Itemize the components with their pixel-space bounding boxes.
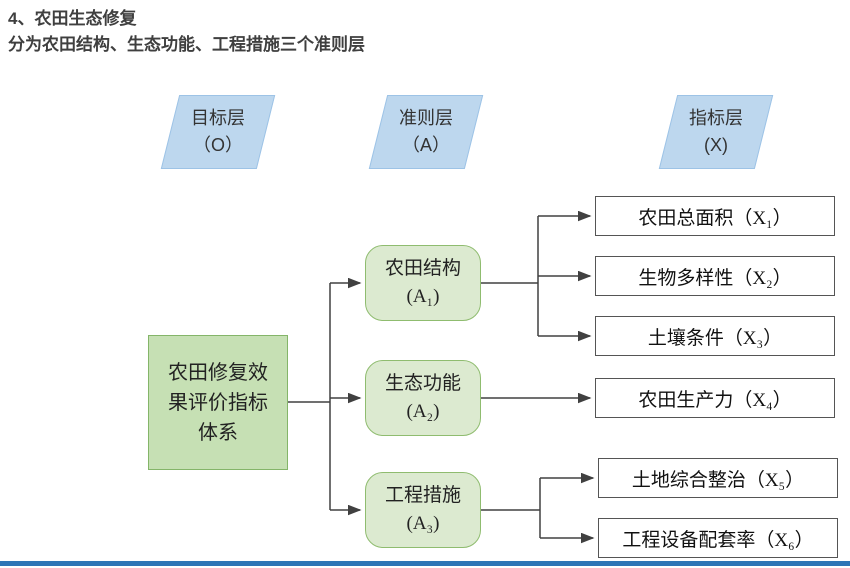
indicator-label: 农田总面积（X₁）	[638, 207, 792, 229]
layer-header-indicator-text: 指标层 (X)	[668, 95, 764, 169]
layer-header-criteria-text: 准则层 （A）	[378, 95, 474, 169]
layer-label-line2: (X)	[704, 135, 728, 155]
goal-node: 农田修复效果评价指标体系	[148, 335, 288, 470]
indicator-node-x5: 土地综合整治（X₅）	[598, 458, 838, 498]
indicator-label: 土地综合整治（X₅）	[631, 469, 805, 491]
layer-label-line1: 准则层	[399, 108, 453, 128]
criteria-label-line1: 农田结构	[384, 258, 461, 280]
criteria-label-line1: 生态功能	[384, 373, 461, 395]
indicator-node-x3: 土壤条件（X₃）	[595, 316, 835, 356]
layer-label-line2: （A）	[401, 135, 450, 155]
criteria-label-line2: (A₃)	[406, 513, 440, 534]
criteria-label-line2: (A₁)	[406, 286, 440, 307]
indicator-node-x2: 生物多样性（X₂）	[595, 256, 835, 296]
page-subtitle: 分为农田结构、生态功能、工程措施三个准则层	[8, 35, 365, 55]
layer-header-goal-text: 目标层 （O）	[170, 95, 266, 169]
layer-header-indicator: 指标层 (X)	[658, 95, 774, 169]
indicator-node-x6: 工程设备配套率（X₆）	[598, 518, 838, 558]
goal-node-label: 农田修复效果评价指标体系	[168, 361, 268, 444]
criteria-node-a1: 农田结构 (A₁)	[365, 245, 481, 321]
criteria-node-a2: 生态功能 (A₂)	[365, 360, 481, 436]
indicator-label: 农田生产力（X₄）	[638, 389, 792, 411]
title-block: 4、农田生态修复 分为农田结构、生态功能、工程措施三个准则层	[8, 6, 365, 59]
layer-header-goal: 目标层 （O）	[160, 95, 276, 169]
criteria-node-a3: 工程措施 (A₃)	[365, 472, 481, 548]
criteria-label-line2: (A₂)	[406, 401, 440, 422]
indicator-label: 生物多样性（X₂）	[638, 267, 792, 289]
bottom-divider	[0, 561, 850, 566]
layer-header-criteria: 准则层 （A）	[368, 95, 484, 169]
indicator-node-x4: 农田生产力（X₄）	[595, 378, 835, 418]
indicator-label: 工程设备配套率（X₆）	[622, 529, 814, 551]
layer-label-line2: （O）	[192, 135, 243, 155]
layer-label-line1: 指标层	[689, 108, 743, 128]
indicator-label: 土壤条件（X₃）	[647, 327, 783, 349]
criteria-label-line1: 工程措施	[384, 485, 461, 507]
layer-label-line1: 目标层	[191, 108, 245, 128]
page-title: 4、农田生态修复	[8, 9, 137, 28]
indicator-node-x1: 农田总面积（X₁）	[595, 196, 835, 236]
